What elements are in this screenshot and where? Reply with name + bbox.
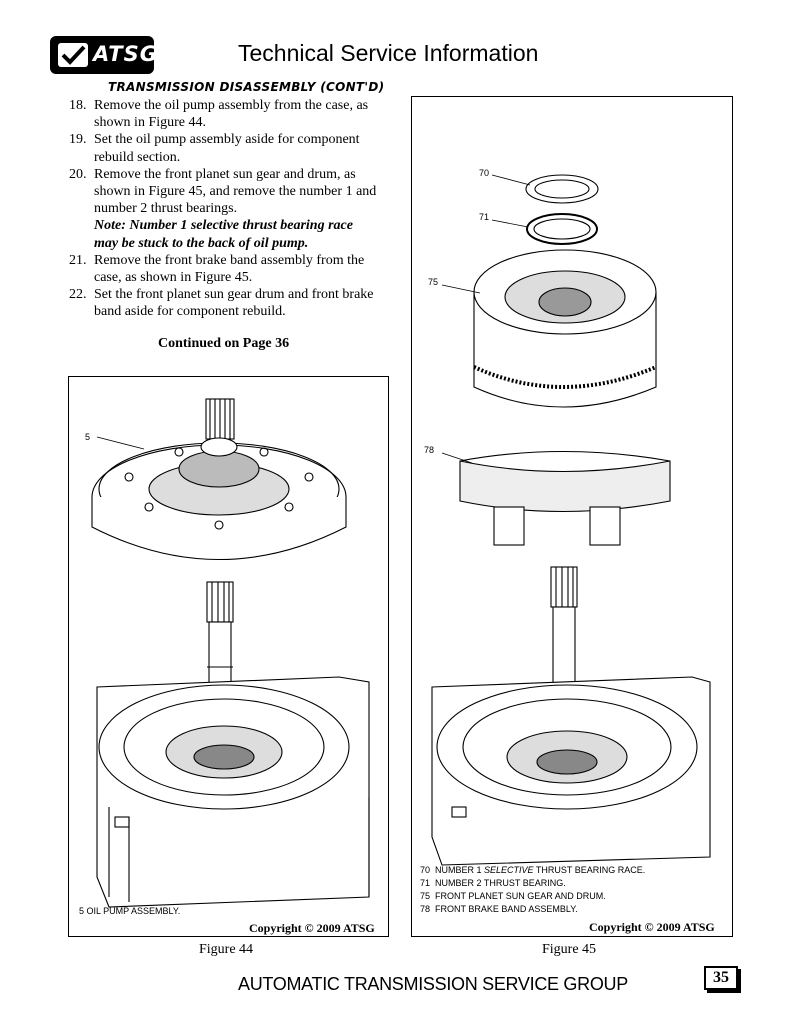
step-20: 20. Remove the front planet sun gear and …: [69, 166, 379, 252]
figure-45-copyright: Copyright © 2009 ATSG: [589, 920, 715, 934]
atsg-logo: ATSG: [50, 36, 157, 74]
step-text: Set the oil pump assembly aside for comp…: [94, 132, 360, 165]
page-title: Technical Service Information: [238, 40, 539, 66]
sun-gear-and-band-illustration: 70 71 75 78: [424, 168, 711, 866]
step-number: 20.: [69, 166, 87, 182]
legend-item-70: 70 NUMBER 1 SELECTIVE THRUST BEARING RAC…: [420, 865, 646, 875]
figure-45-legend: 70 NUMBER 1 SELECTIVE THRUST BEARING RAC…: [420, 864, 645, 916]
step-19: 19. Set the oil pump assembly aside for c…: [69, 131, 379, 165]
page-number: 35: [704, 966, 738, 990]
step-18: 18. Remove the oil pump assembly from the…: [69, 97, 379, 131]
callout-78: 78: [424, 445, 434, 455]
callout-75: 75: [428, 277, 438, 287]
callout-70: 70: [479, 168, 489, 178]
step-number: 21.: [69, 252, 87, 268]
figure-44-legend: 5 OIL PUMP ASSEMBLY.: [79, 906, 180, 916]
callout-71: 71: [479, 212, 489, 222]
logo-text: ATSG: [93, 42, 158, 66]
figure-45-frame: 70 71 75 78 70 NUMBER 1 SELECTIVE THRUST…: [411, 96, 733, 937]
footer-org: AUTOMATIC TRANSMISSION SERVICE GROUP: [238, 974, 628, 994]
checkmark-icon: [58, 43, 88, 67]
callout-5: 5: [85, 432, 90, 442]
legend-item-71: 71 NUMBER 2 THRUST BEARING.: [420, 878, 566, 888]
step-22: 22. Set the front planet sun gear drum an…: [69, 286, 379, 320]
figure-44-caption: Figure 44: [199, 942, 254, 957]
step-number: 18.: [69, 98, 87, 113]
step-text: Set the front planet sun gear drum and f…: [94, 287, 374, 320]
legend-item-75: 75 FRONT PLANET SUN GEAR AND DRUM.: [420, 891, 606, 901]
step-note: Note: Number 1 selective thrust bearing …: [94, 218, 353, 251]
step-number: 22.: [69, 287, 87, 303]
step-text: Remove the oil pump assembly from the ca…: [94, 98, 369, 131]
legend-item-78: 78 FRONT BRAKE BAND ASSEMBLY.: [420, 904, 578, 914]
continued-note: Continued on Page 36: [158, 336, 290, 351]
step-text: Remove the front brake band assembly fro…: [94, 252, 365, 286]
step-number: 19.: [69, 132, 87, 148]
oil-pump-illustration: 5 5 OIL PUMP ASSEMBLY. Copyright © 2009 …: [79, 398, 375, 935]
section-heading: TRANSMISSION DISASSEMBLY (CONT'D): [108, 80, 385, 94]
figure-44-copyright: Copyright © 2009 ATSG: [249, 921, 375, 935]
figure-45-caption: Figure 45: [542, 942, 597, 957]
step-text: Remove the front planet sun gear and dru…: [94, 166, 377, 217]
instruction-steps: 18. Remove the oil pump assembly from the…: [69, 97, 379, 321]
step-21: 21. Remove the front brake band assembly …: [69, 252, 379, 286]
figure-44-frame: 5 5 OIL PUMP ASSEMBLY. Copyright © 2009 …: [68, 376, 389, 937]
